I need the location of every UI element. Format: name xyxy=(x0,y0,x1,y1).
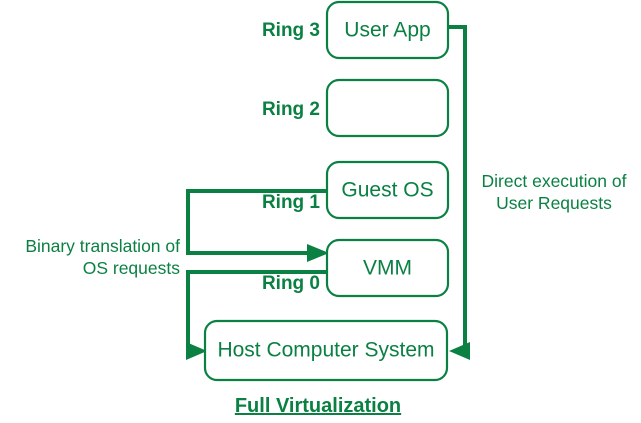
ring-label-ring2: Ring 2 xyxy=(262,99,320,120)
annotation-direct-execution-line2: User Requests xyxy=(496,193,612,213)
box-user-app-label: User App xyxy=(344,19,430,42)
guest-os-to-vmm-path xyxy=(186,189,327,255)
direct-execution-path xyxy=(448,25,467,353)
box-user-app-rect xyxy=(325,0,450,60)
direct-execution-arrowhead xyxy=(449,342,470,360)
vmm-to-host-arrowhead xyxy=(186,342,207,360)
box-host-computer-system-rect xyxy=(203,319,449,382)
annotation-direct-execution: Direct execution of User Requests xyxy=(482,171,627,213)
annotation-binary-translation-line2: OS requests xyxy=(83,258,181,278)
guest-os-to-vmm-arrowhead xyxy=(307,244,329,262)
annotation-direct-execution-line1: Direct execution of xyxy=(482,171,627,191)
ring-label-ring1: Ring 1 xyxy=(262,192,320,213)
direct-execution-connector xyxy=(448,25,470,360)
box-user-app[interactable]: User App xyxy=(325,0,450,60)
box-guest-os-label: Guest OS xyxy=(341,179,433,202)
box-guest-os-rect xyxy=(325,160,450,220)
ring-label-ring3: Ring 3 xyxy=(262,20,320,41)
box-vmm-label: VMM xyxy=(363,257,412,280)
box-vmm-rect xyxy=(325,238,450,298)
annotation-binary-translation-line1: Binary translation of xyxy=(25,236,180,256)
guest-os-to-vmm-connector xyxy=(186,189,329,262)
box-ring2-empty-rect xyxy=(325,78,450,138)
box-host-computer-system[interactable]: Host Computer System xyxy=(203,319,449,382)
box-host-computer-system-label: Host Computer System xyxy=(217,339,434,362)
box-guest-os[interactable]: Guest OS xyxy=(325,160,450,220)
box-vmm[interactable]: VMM xyxy=(325,238,450,298)
annotation-binary-translation: Binary translation of OS requests xyxy=(25,236,180,278)
vmm-to-host-connector xyxy=(186,270,327,360)
box-ring2-empty[interactable] xyxy=(325,78,450,138)
diagram-caption: Full Virtualization xyxy=(235,395,401,417)
ring-label-ring0: Ring 0 xyxy=(262,273,320,294)
